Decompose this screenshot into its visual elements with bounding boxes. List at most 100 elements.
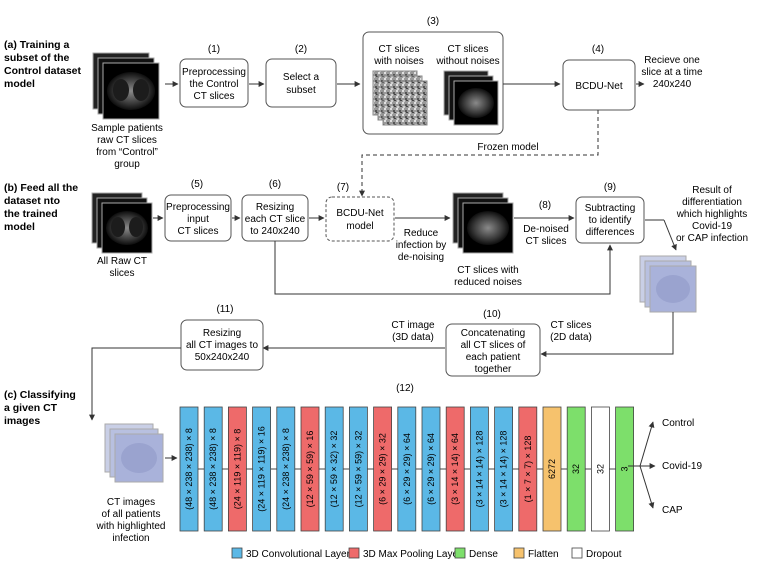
layer-label: (1 × 7 × 7) × 128 [523,436,533,503]
step-6-text: Resizing each CT slice to 240x240 [245,202,306,237]
step-6-number: (6) [269,179,281,190]
layer-label: 6272 [547,459,557,479]
reduce-infection-note: Reduce infection by de-noising [396,228,447,263]
svg-text:the Control: the Control [190,79,239,90]
svg-text:(2D data): (2D data) [550,332,592,343]
svg-text:50x240x240: 50x240x240 [195,352,250,363]
step-4-box [562,59,636,111]
svg-text:Concatenating: Concatenating [461,328,526,339]
step-4-number: (4) [592,44,604,55]
svg-text:input: input [187,214,209,225]
svg-text:with noises: with noises [373,56,423,67]
svg-text:CT slices: CT slices [551,320,592,331]
svg-text:each patient: each patient [466,352,521,363]
step-2-text: Select a subset [283,72,320,96]
svg-text:Recieve one: Recieve one [644,55,700,66]
legend-swatch-conv [231,547,243,559]
svg-text:all CT slices of: all CT slices of [461,340,526,351]
ct-slices-2d-note: CT slices (2D data) [550,320,592,343]
step-9-box [575,196,645,244]
frozen-model-link [359,110,599,197]
step-11-box [180,319,264,371]
svg-text:(a) Training a: (a) Training a [4,39,70,51]
svg-text:CT slices: CT slices [526,236,567,247]
svg-text:from “Control”: from “Control” [96,147,158,158]
svg-text:CT slices with: CT slices with [457,265,519,276]
svg-text:subset of the: subset of the [4,52,69,64]
svg-text:Preprocessing: Preprocessing [166,202,230,213]
cnn-layers: (48 × 238 × 238) × 8 (48 × 238 × 238) × 8… [179,406,634,532]
svg-text:model: model [4,221,35,233]
svg-text:to 240x240: to 240x240 [250,226,300,237]
frozen-model-label: Frozen model [477,142,538,153]
step-10-text: Concatenating all CT slices of each pati… [461,328,526,375]
svg-text:Result of: Result of [692,185,732,196]
svg-text:CT slices: CT slices [194,91,235,102]
ct-stack-sample-patients [92,52,160,120]
svg-text:de-noising: de-noising [398,252,444,263]
svg-text:which highlights: which highlights [676,209,748,220]
step-12-number: (12) [396,383,414,394]
layer-label: (6 × 29 × 29) × 32 [378,433,388,505]
legend-label-conv: 3D Convolutional Layer [246,549,351,560]
output-branches [628,421,656,509]
step-10-number: (10) [483,309,501,320]
step-11-number: (11) [216,304,233,315]
svg-text:Preprocessing: Preprocessing [182,67,246,78]
svg-text:images: images [4,415,40,427]
layer-label: (12 × 59 × 59) × 16 [305,431,315,508]
layer-label: 3 [620,466,630,471]
output-cap: CAP [662,505,683,516]
svg-text:with highlighted: with highlighted [96,521,166,532]
step-11-text: Resizing all CT images to 50x240x240 [186,328,259,363]
result-to-concat-arrow [540,312,674,357]
layer-label: (3 × 14 × 14) × 128 [474,431,484,508]
step-2-box [265,58,337,108]
all-raw-caption: All Raw CT slices [97,256,147,279]
step-8-number: (8) [539,200,551,211]
svg-text:Control dataset: Control dataset [4,65,82,77]
step-1-text: Preprocessing the Control CT slices [182,67,246,102]
receive-slice-note: Recieve one slice at a time 240x240 [641,55,703,90]
svg-text:Sample patients: Sample patients [91,123,163,134]
result-note: Result of differentiation which highligh… [676,185,748,244]
svg-text:(3D data): (3D data) [392,332,434,343]
section-a-label: (a) Training a subset of the Control dat… [4,39,82,90]
svg-text:subset: subset [286,85,316,96]
svg-text:240x240: 240x240 [653,79,692,90]
step-3-clean-caption: CT slices without noises [435,44,499,67]
svg-text:(c) Classifying: (c) Classifying [4,389,76,401]
layer-label: (12 × 59 × 59) × 32 [353,431,363,508]
svg-text:a given CT: a given CT [4,402,58,414]
svg-text:model: model [346,221,373,232]
step-5-box [164,194,232,242]
sample-patients-caption: Sample patients raw CT slices from “Cont… [91,123,163,170]
layer-label: (48 × 238 × 238) × 8 [184,428,194,510]
svg-text:differences: differences [586,227,635,238]
step-10-box [445,323,541,377]
legend-label-dense: Dense [469,549,498,560]
svg-text:infection by: infection by [396,240,447,251]
legend-label-dropout: Dropout [586,549,622,560]
layer-label: (24 × 119 × 119) × 16 [257,426,267,511]
step-3-noisy-caption: CT slices with noises [373,44,423,67]
svg-text:Covid-19: Covid-19 [692,221,732,232]
svg-text:or CAP infection: or CAP infection [676,233,748,244]
svg-text:dataset nto: dataset nto [4,195,60,207]
svg-text:without noises: without noises [435,56,499,67]
svg-text:BCDU-Net: BCDU-Net [336,208,383,219]
layer-label: (24 × 238 × 238) × 8 [281,428,291,510]
svg-text:each CT slice: each CT slice [245,214,306,225]
svg-text:CT slices: CT slices [379,44,420,55]
svg-text:Resizing: Resizing [256,202,294,213]
svg-text:CT slices: CT slices [448,44,489,55]
step-7-number: (7) [337,182,349,193]
svg-text:Subtracting: Subtracting [585,203,636,214]
svg-text:infection: infection [112,533,149,544]
layer-label: 32 [595,464,605,474]
layer-label: (48 × 238 × 238) × 8 [208,428,218,510]
step-1-box [179,58,249,108]
svg-text:CT images: CT images [107,497,155,508]
